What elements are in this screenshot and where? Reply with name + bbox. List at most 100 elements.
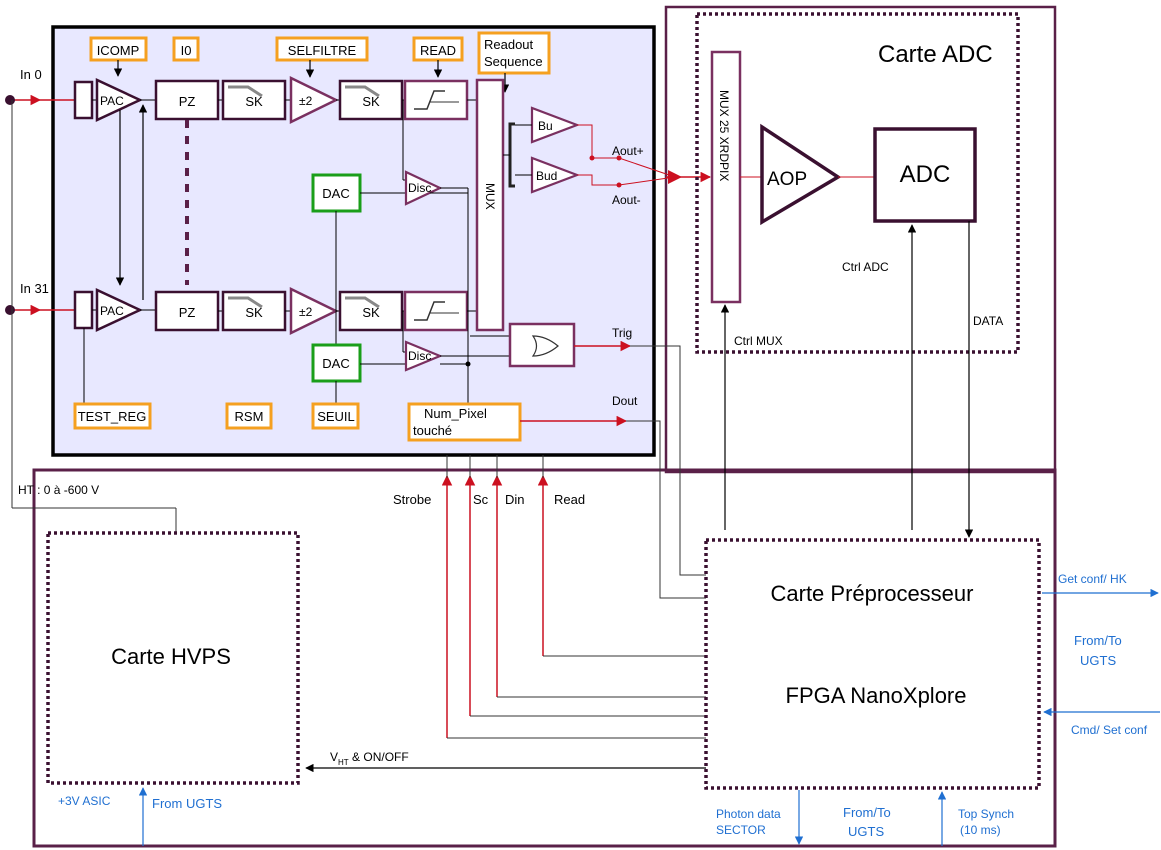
sk2-ch0: SK <box>338 79 404 121</box>
hvps-title: Carte HVPS <box>111 644 231 669</box>
disc-ch31: Disc <box>404 340 443 372</box>
label-from-to-ugts-right-1: From/To <box>1074 633 1122 648</box>
svg-text:Readout: Readout <box>484 37 534 52</box>
label-trig: Trig <box>612 326 632 340</box>
svg-text:SEUIL: SEUIL <box>317 409 355 424</box>
ctrl-strobe: Strobe <box>393 474 453 738</box>
label-data: DATA <box>973 314 1003 328</box>
label-ctrl-mux: Ctrl MUX <box>734 334 783 348</box>
label-from-to-ugts-bottom-1: From/To <box>843 805 891 820</box>
svg-text:READ: READ <box>420 43 456 58</box>
label-cmd-set-conf: Cmd/ Set conf <box>1071 723 1148 737</box>
config-icomp: ICOMP <box>89 36 148 62</box>
input-node-0 <box>5 95 15 105</box>
svg-text:Bud: Bud <box>536 169 557 183</box>
adc-board-frame <box>664 5 1057 474</box>
svg-text:SK: SK <box>245 305 263 320</box>
dac-ch31: DAC <box>311 343 362 383</box>
label-vht: VHT & ON/OFF <box>330 750 409 767</box>
ctrl-din: Din <box>491 474 525 697</box>
svg-text:SELFILTRE: SELFILTRE <box>288 43 357 58</box>
label-in31: In 31 <box>20 281 49 296</box>
read-filter-ch0 <box>403 79 469 121</box>
pac-ch0: PAC <box>95 78 143 122</box>
or-gate <box>508 322 576 368</box>
label-ctrl-adc: Ctrl ADC <box>842 260 889 274</box>
input-cap-ch0 <box>73 80 94 120</box>
svg-text:I0: I0 <box>181 43 192 58</box>
label-top-synch-1: Top Synch <box>958 807 1014 821</box>
label-photon-data-2: SECTOR <box>716 823 766 837</box>
svg-text:±2: ±2 <box>299 305 313 319</box>
pz-ch31: PZ <box>154 290 220 332</box>
label-top-synch-2: (10 ms) <box>960 823 1001 837</box>
pac-ch31: PAC <box>95 288 143 332</box>
svg-text:RSM: RSM <box>235 409 264 424</box>
pz-ch0: PZ <box>154 79 220 121</box>
label-from-to-ugts-bottom-2: UGTS <box>848 824 884 839</box>
sk1-ch31: SK <box>221 290 287 332</box>
buffer-minus: Bud <box>530 156 581 194</box>
svg-text:Din: Din <box>505 492 525 507</box>
read-filter-ch31 <box>403 290 469 332</box>
svg-text:ICOMP: ICOMP <box>97 43 140 58</box>
adc-converter: ADC <box>873 127 977 223</box>
svg-text:SK: SK <box>362 305 380 320</box>
svg-text:DAC: DAC <box>322 356 349 371</box>
label-aout-plus: Aout+ <box>612 144 644 158</box>
config-rsm: RSM <box>225 402 273 430</box>
sk1-ch0: SK <box>221 79 287 121</box>
dac-ch0: DAC <box>311 173 362 213</box>
config-selfiltre: SELFILTRE <box>275 36 369 62</box>
adc-board-inner <box>695 12 1020 354</box>
label-aout-minus: Aout- <box>612 193 641 207</box>
preproc-board-frame <box>32 468 1057 848</box>
label-in0: In 0 <box>20 67 42 82</box>
svg-text:±2: ±2 <box>299 94 313 108</box>
config-num-pixel: Num_Pixel touché <box>407 402 522 442</box>
config-seuil: SEUIL <box>311 402 360 430</box>
svg-text:MUX: MUX <box>483 183 497 210</box>
label-photon-data-1: Photon data <box>716 807 781 821</box>
config-i0: I0 <box>172 36 200 62</box>
adc-board-title: Carte ADC <box>878 41 993 68</box>
input-node-31 <box>5 305 15 315</box>
svg-text:Read: Read <box>554 492 585 507</box>
label-from-ugts-hv: From UGTS <box>152 796 222 811</box>
preproc-title: Carte Préprocesseur <box>771 581 974 606</box>
config-readout-sequence: Readout Sequence <box>477 31 551 75</box>
svg-text:Num_Pixel: Num_Pixel <box>424 406 487 421</box>
fpga-title: FPGA NanoXplore <box>786 683 967 708</box>
preproc-board <box>704 538 1041 790</box>
svg-text:TEST_REG: TEST_REG <box>78 409 147 424</box>
label-from-to-ugts-right-2: UGTS <box>1080 653 1116 668</box>
gain-x2-ch31: ±2 <box>289 286 339 336</box>
svg-text:SK: SK <box>245 94 263 109</box>
svg-text:PAC: PAC <box>100 304 124 318</box>
svg-text:touché: touché <box>413 423 452 438</box>
label-3v-asic: +3V ASIC <box>58 794 111 808</box>
svg-text:ADC: ADC <box>900 161 951 188</box>
gain-x2-ch0: ±2 <box>289 75 339 125</box>
svg-text:Sc: Sc <box>473 492 489 507</box>
ctrl-sc: Sc <box>464 474 489 716</box>
ctrl-read: Read <box>537 474 585 656</box>
label-get-conf: Get conf/ HK <box>1058 572 1127 586</box>
config-read: READ <box>412 36 464 62</box>
config-test-reg: TEST_REG <box>73 402 152 430</box>
svg-text:MUX 25 XRDPIX: MUX 25 XRDPIX <box>717 90 731 181</box>
label-dout: Dout <box>612 394 638 408</box>
aop-amplifier: AOP <box>760 123 842 226</box>
disc-ch0: Disc <box>404 170 443 206</box>
svg-text:Disc: Disc <box>408 181 431 195</box>
svg-text:Sequence: Sequence <box>484 54 543 69</box>
asic-mux: MUX <box>475 78 505 332</box>
svg-text:PZ: PZ <box>179 94 196 109</box>
svg-text:PZ: PZ <box>179 305 196 320</box>
svg-text:PAC: PAC <box>100 94 124 108</box>
svg-text:Strobe: Strobe <box>393 492 431 507</box>
svg-text:Disc: Disc <box>408 349 431 363</box>
input-cap-ch31 <box>73 290 94 330</box>
svg-text:AOP: AOP <box>767 169 807 190</box>
